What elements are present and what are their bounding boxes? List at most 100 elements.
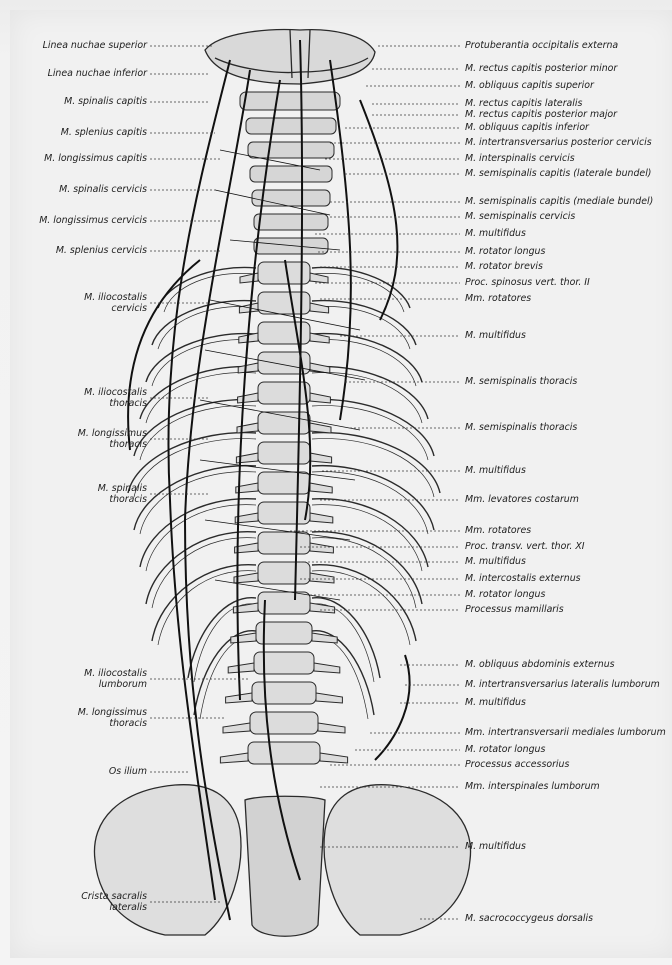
muscle-tract xyxy=(330,60,351,420)
label-line: M. spinalis cervicis xyxy=(59,184,147,195)
label-line: Linea nuchae superior xyxy=(43,40,147,51)
label-mm-rotatores-2: Mm. rotatores xyxy=(465,525,531,536)
label-m-obliquus-capitis-inferior: M. obliquus capitis inferior xyxy=(465,122,589,133)
label-m-rotator-longus-2: M. rotator longus xyxy=(465,589,545,600)
label-m-semispinalis-cervicis: M. semispinalis cervicis xyxy=(465,211,575,222)
label-m-sacrococcygeus-dorsalis: M. sacrococcygeus dorsalis xyxy=(465,913,593,924)
transverse-process xyxy=(318,723,345,733)
transverse-process xyxy=(231,633,256,643)
transverse-process xyxy=(310,303,329,313)
transverse-process xyxy=(310,603,335,613)
label-line: M. iliocostalis xyxy=(84,387,147,398)
muscle-tract xyxy=(375,655,410,760)
rib xyxy=(312,499,428,567)
label-m-intertransversarius-posterior-cervicis: M. intertransversarius posterior cervici… xyxy=(465,137,652,148)
label-m-rectus-capitis-posterior-major: M. rectus capitis posterior major xyxy=(465,109,617,120)
rib xyxy=(312,367,428,419)
transverse-process xyxy=(310,423,331,433)
label-m-multifidus-1: M. multifidus xyxy=(465,228,526,239)
label-line: cervicis xyxy=(84,303,147,314)
vertebra-body xyxy=(252,682,316,704)
rib xyxy=(152,339,256,386)
vertebra-body xyxy=(248,742,320,764)
label-m-obliquus-abdominis-externus: M. obliquus abdominis externus xyxy=(465,659,615,670)
vertebra-body xyxy=(258,562,310,584)
label-line: M. longissimus cervicis xyxy=(39,215,147,226)
label-m-spinalis-cervicis: M. spinalis cervicis xyxy=(59,184,147,195)
rib xyxy=(312,339,416,386)
label-mm-levatores-costarum: Mm. levatores costarum xyxy=(465,494,579,505)
transverse-process xyxy=(223,723,250,733)
label-m-rotator-longus-3: M. rotator longus xyxy=(465,744,545,755)
label-line: M. splenius cervicis xyxy=(56,245,147,256)
label-line: M. iliocostalis xyxy=(84,292,147,303)
pelvis xyxy=(94,785,470,937)
label-m-intertransversarius-lateralis-lumborum: M. intertransversarius lateralis lumboru… xyxy=(465,679,660,690)
label-linea-nuchae-inferior: Linea nuchae inferior xyxy=(48,68,147,79)
label-line: M. longissimus xyxy=(78,428,147,439)
transverse-process xyxy=(310,513,333,523)
label-m-splenius-cervicis: M. splenius cervicis xyxy=(56,245,147,256)
label-line: M. spinalis capitis xyxy=(64,96,147,107)
transverse-process xyxy=(238,363,258,373)
transverse-process xyxy=(314,663,340,673)
cervical-vertebrae xyxy=(240,92,340,254)
label-m-multifidus-3: M. multifidus xyxy=(465,465,526,476)
label-m-semispinalis-capitis-laterale: M. semispinalis capitis (laterale bundel… xyxy=(465,168,651,179)
label-line: Os ilium xyxy=(109,766,147,777)
label-m-multifidus-6: M. multifidus xyxy=(465,841,526,852)
vertebra-body xyxy=(258,472,310,494)
label-m-semispinalis-thoracis-1: M. semispinalis thoracis xyxy=(465,376,577,387)
label-line: M. iliocostalis xyxy=(84,668,147,679)
label-m-rectus-capitis-lateralis: M. rectus capitis lateralis xyxy=(465,98,582,109)
label-mm-interspinales-lumborum: Mm. interspinales lumborum xyxy=(465,781,600,792)
transverse-process xyxy=(320,753,348,763)
label-m-splenius-capitis: M. splenius capitis xyxy=(61,127,147,138)
label-line: M. longissimus capitis xyxy=(44,153,147,164)
label-m-multifidus-4: M. multifidus xyxy=(465,556,526,567)
skull-base xyxy=(205,30,375,84)
vertebra-body xyxy=(250,712,318,734)
label-processus-accessorius: Processus accessorius xyxy=(465,759,569,770)
label-proc-spinosus-vert-thor-ii: Proc. spinosus vert. thor. II xyxy=(465,277,590,288)
label-os-ilium: Os ilium xyxy=(109,766,147,777)
label-m-longissimus-thoracis: M. longissimusthoracis xyxy=(78,428,147,450)
vertebra-body xyxy=(258,442,310,464)
transverse-process xyxy=(238,393,258,403)
label-m-obliquus-capitis-superior: M. obliquus capitis superior xyxy=(465,80,594,91)
label-line: thoracis xyxy=(78,439,147,450)
label-m-multifidus-2: M. multifidus xyxy=(465,330,526,341)
transverse-process xyxy=(310,543,333,553)
rib xyxy=(312,637,368,719)
vertebra-body xyxy=(258,532,310,554)
label-m-spinalis-capitis: M. spinalis capitis xyxy=(64,96,147,107)
label-line: lumborum xyxy=(84,679,147,690)
label-m-semispinalis-thoracis-2: M. semispinalis thoracis xyxy=(465,422,577,433)
transverse-process xyxy=(312,633,337,643)
label-mm-rotatores-1: Mm. rotatores xyxy=(465,293,531,304)
transverse-process xyxy=(220,753,248,763)
rib xyxy=(200,637,256,719)
leader-lines-left xyxy=(150,46,248,902)
vertebra-body xyxy=(258,382,310,404)
label-mm-intertransversarii-mediales-lumborum: Mm. intertransversarii mediales lumborum xyxy=(465,727,666,738)
label-m-longissimus-capitis: M. longissimus capitis xyxy=(44,153,147,164)
label-protuberantia-occipitalis-externa: Protuberantia occipitalis externa xyxy=(465,40,618,51)
transverse-process xyxy=(228,663,254,673)
label-line: M. longissimus xyxy=(78,707,147,718)
label-line: thoracis xyxy=(84,398,147,409)
transverse-process xyxy=(310,273,328,283)
rib xyxy=(146,532,256,604)
vertebra-body xyxy=(258,502,310,524)
label-line: Linea nuchae inferior xyxy=(48,68,147,79)
transverse-process xyxy=(310,333,329,343)
label-m-rectus-capitis-posterior-minor: M. rectus capitis posterior minor xyxy=(465,63,617,74)
transverse-process xyxy=(240,273,258,283)
label-m-rotator-brevis: M. rotator brevis xyxy=(465,261,543,272)
label-m-semispinalis-capitis-mediale: M. semispinalis capitis (mediale bundel) xyxy=(465,196,653,207)
